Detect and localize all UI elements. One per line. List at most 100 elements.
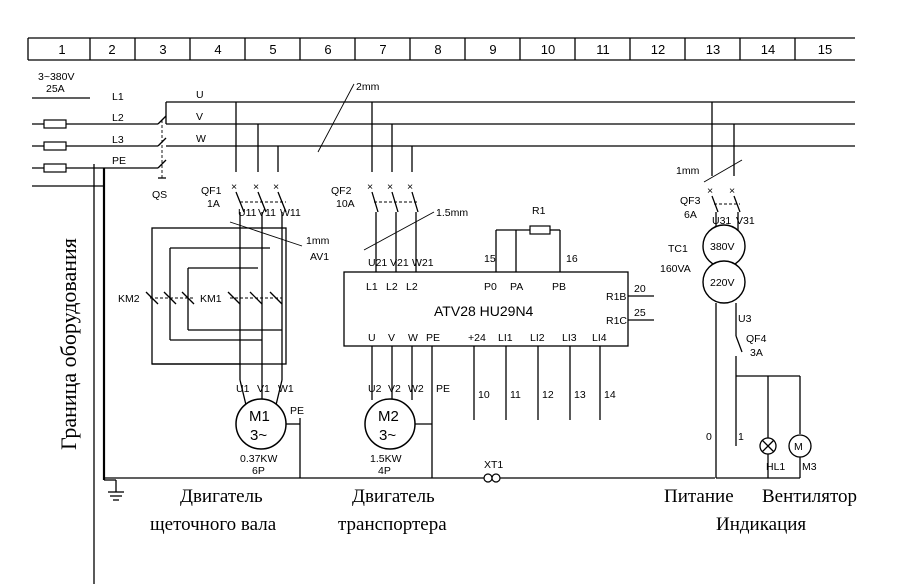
qf2-terminal-3: W21 — [412, 257, 434, 269]
qf1-terminal-3: W11 — [280, 207, 301, 219]
km1-label: KM1 — [200, 293, 222, 305]
bus-u-label: U — [196, 89, 204, 101]
zone-label: 4 — [214, 42, 221, 57]
zone-label: 10 — [541, 42, 555, 57]
m1-label: M1 — [249, 408, 270, 425]
qf2-terminal-1: U21 — [368, 257, 387, 269]
r1-label: R1 — [532, 205, 546, 217]
zone-strip: 1 2 3 4 5 6 7 8 9 10 11 12 13 14 15 — [27, 37, 855, 61]
qf1-rating: 1A — [207, 198, 220, 210]
m1-poles: 6P — [252, 465, 265, 477]
m1-terminal-3: W1 — [278, 383, 294, 395]
resistor-r1: R1 15 16 — [484, 205, 578, 272]
svg-text:×: × — [367, 181, 373, 193]
zone-label: 9 — [489, 42, 496, 57]
vfd-p0: P0 — [484, 281, 497, 293]
resistor-icon — [529, 225, 551, 235]
vfd-atv28: L1 L2 L2 P0 PA PB ATV28 HU29N4 R1B R1C 2… — [343, 271, 654, 420]
qf4-rating: 3A — [750, 347, 763, 359]
fuse-icon — [43, 163, 67, 173]
indication-fan: HL1 M M3 — [716, 434, 817, 479]
u3-label: U3 — [738, 313, 752, 325]
vfd-plus24: +24 — [468, 332, 486, 344]
zone-label: 8 — [434, 42, 441, 57]
svg-text:×: × — [231, 181, 237, 193]
vfd-out-u: U — [368, 332, 376, 344]
zone-label: 6 — [324, 42, 331, 57]
zone-label: 2 — [108, 42, 115, 57]
ctrl-wire-12: 12 — [542, 389, 554, 401]
boundary-label: Граница оборудования — [56, 238, 81, 450]
m2-terminal-3: W2 — [408, 383, 424, 395]
ctrl-wire-10: 10 — [478, 389, 490, 401]
vfd-li4: LI4 — [592, 332, 607, 344]
caption-motor2-line2: транспортера — [338, 514, 447, 535]
vfd-wire-15: 15 — [484, 253, 496, 265]
terminal-icon — [483, 473, 493, 483]
supply-voltage-label: 3~380V — [38, 71, 75, 83]
m1-terminal-1: U1 — [236, 383, 250, 395]
bus-pe-label: PE — [112, 155, 126, 167]
vfd-r1c: R1C — [606, 315, 627, 327]
vfd-li1: LI1 — [498, 332, 513, 344]
vfd-wire-20: 20 — [634, 283, 646, 295]
vfd-wire-25: 25 — [634, 307, 646, 319]
vfd-r1b: R1B — [606, 291, 626, 303]
wire-size-qf3-label: 1mm — [676, 165, 700, 177]
aux-wire-1: 1 — [738, 431, 744, 443]
qf2-terminal-2: V21 — [390, 257, 409, 269]
svg-text:×: × — [707, 185, 713, 197]
vfd-out-w: W — [408, 332, 418, 344]
caption-motor2-line1: Двигатель — [352, 486, 435, 507]
qf3-label: QF3 — [680, 195, 701, 207]
zone-label: 15 — [818, 42, 832, 57]
qf3-terminal-2: V31 — [736, 215, 755, 227]
tc1-label: TC1 — [668, 243, 688, 255]
ground-bus — [102, 168, 715, 501]
qf1-label: QF1 — [201, 185, 222, 197]
ctrl-wire-13: 13 — [574, 389, 586, 401]
zone-label: 13 — [706, 42, 720, 57]
ctrl-wire-14: 14 — [604, 389, 616, 401]
vfd-li2: LI2 — [530, 332, 545, 344]
zone-label: 11 — [596, 42, 610, 57]
m2-terminal-1: U2 — [368, 383, 382, 395]
vfd-pb: PB — [552, 281, 566, 293]
caption-indication: Индикация — [716, 514, 806, 535]
svg-text:×: × — [729, 185, 735, 197]
vfd-pa: PA — [510, 281, 523, 293]
m2-power: 1.5KW — [370, 453, 402, 465]
qf4-breaker: QF4 3A 0 1 — [706, 333, 801, 446]
svg-text:×: × — [387, 181, 393, 193]
bus-l2-label: L2 — [112, 112, 124, 124]
av1-label: AV1 — [310, 251, 329, 263]
m2-pe-label: PE — [436, 383, 450, 395]
caption-fan: Вентилятор — [762, 486, 857, 507]
tc1-voltage-1: 380V — [710, 241, 735, 253]
main-bus: U V W 2mm — [165, 81, 855, 153]
tc1-voltage-2: 220V — [710, 277, 735, 289]
m1-terminal-2: V1 — [257, 383, 270, 395]
tc1-rating: 160VA — [660, 263, 691, 275]
m2-type: 3~ — [379, 427, 396, 444]
qf3-breaker: 1mm × × QF3 6A U31 V31 — [676, 102, 755, 232]
caption-supply: Питание — [664, 486, 734, 507]
vfd-wire-16: 16 — [566, 253, 578, 265]
wire-size-qf1-label: 1mm — [306, 235, 330, 247]
hl1-label: HL1 — [766, 461, 785, 473]
caption-motor1-line2: щеточного вала — [150, 514, 277, 535]
aux-wire-0: 0 — [706, 431, 712, 443]
qs-label: QS — [152, 189, 167, 201]
wire-size-qf2-label: 1.5mm — [436, 207, 468, 219]
zone-label: 3 — [159, 42, 166, 57]
vfd-li3: LI3 — [562, 332, 577, 344]
bus-l3-label: L3 — [112, 134, 124, 146]
km-contactors: KM2 KM1 — [118, 227, 287, 365]
equipment-boundary: Граница оборудования — [56, 164, 95, 584]
bus-w-label: W — [196, 133, 206, 145]
bus-l1-label: L1 — [112, 91, 124, 103]
zone-label: 5 — [269, 42, 276, 57]
vfd-out-pe: PE — [426, 332, 440, 344]
supply-current-label: 25A — [46, 83, 65, 95]
zone-label: 12 — [651, 42, 665, 57]
